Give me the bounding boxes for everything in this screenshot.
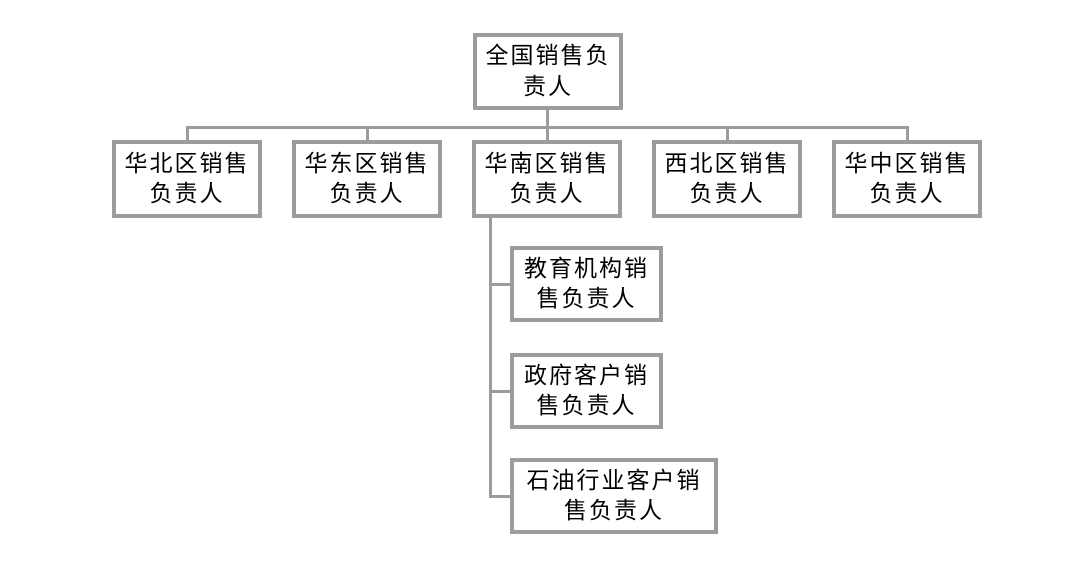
connector-stub-education <box>489 283 512 286</box>
connector-stub-northwest <box>726 126 729 141</box>
connector-stub-central-china <box>906 126 909 141</box>
connector-stub-north-china <box>186 126 189 141</box>
org-box-national-sales: 全国销售负责人 <box>473 33 623 110</box>
connector-stub-east-china <box>366 126 369 141</box>
connector-stub-oil-industry <box>489 495 512 498</box>
connector-root-drop <box>546 110 549 127</box>
org-box-south-china-sales: 华南区销售负责人 <box>472 140 622 218</box>
connector-south-china-trunk <box>489 217 492 498</box>
org-box-northwest-sales: 西北区销售负责人 <box>652 140 802 218</box>
connector-stub-government <box>489 390 512 393</box>
org-box-oil-industry-sales: 石油行业客户销售负责人 <box>510 458 718 534</box>
org-box-north-china-sales: 华北区销售负责人 <box>112 140 262 218</box>
org-box-government-sales: 政府客户销售负责人 <box>510 353 663 429</box>
org-box-east-china-sales: 华东区销售负责人 <box>292 140 442 218</box>
connector-stub-south-china <box>546 126 549 141</box>
org-box-education-sales: 教育机构销售负责人 <box>510 246 663 322</box>
org-box-central-china-sales: 华中区销售负责人 <box>832 140 982 218</box>
